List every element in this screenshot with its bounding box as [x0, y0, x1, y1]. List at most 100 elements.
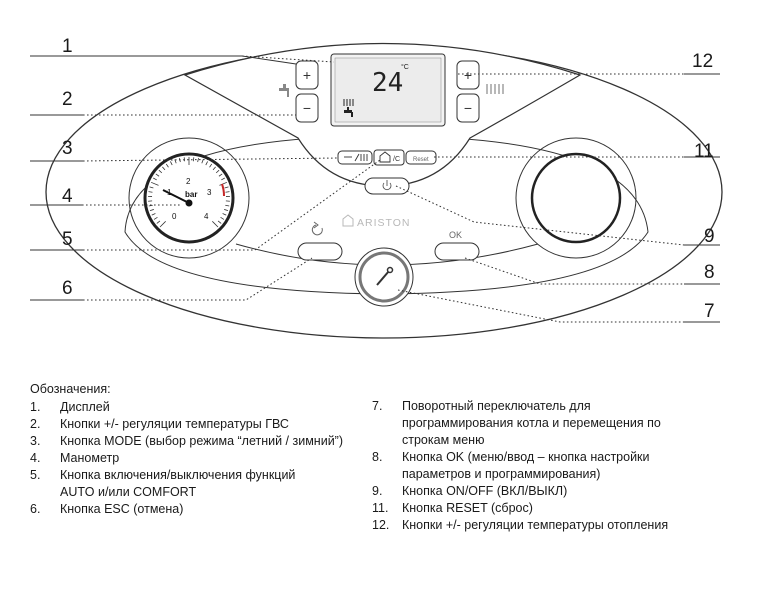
dhw-plus-button[interactable]: +: [295, 60, 319, 90]
gauge-tick-mark: [209, 163, 213, 168]
svg-text:−: −: [464, 100, 472, 116]
gauge-tick-mark: [156, 220, 161, 224]
legend-item: 4. Манометр: [30, 451, 120, 465]
control-panel-diagram: 24 °C + − + −: [30, 36, 723, 339]
reset-button[interactable]: Reset: [405, 150, 437, 165]
display-temperature: 24: [372, 68, 403, 98]
brand-name: ARISTON: [357, 217, 410, 229]
legend-item: 2. Кнопки +/- регуляции температуры ГВС: [30, 417, 289, 431]
gauge-tick-mark: [225, 191, 230, 193]
gauge-tick-mark: [205, 161, 208, 166]
gauge-tick-mark: [222, 213, 227, 216]
heating-minus-button[interactable]: −: [456, 93, 480, 123]
reset-button-label: Reset: [413, 157, 429, 163]
gauge-tick-mark: [151, 213, 156, 216]
legend-title: Обозначения:: [30, 382, 111, 396]
heating-radiator-icon: [486, 84, 504, 94]
power-icon: [382, 180, 392, 191]
svg-text:+: +: [303, 67, 311, 83]
callout-7: 7: [704, 301, 715, 322]
gauge-tick-3: 3: [207, 188, 212, 197]
gauge-tick-mark: [150, 181, 159, 186]
gauge-tick-2: 2: [186, 177, 191, 186]
radiator-icon: [343, 99, 354, 106]
gauge-tick-mark: [170, 161, 173, 166]
display: 24 °C: [330, 53, 446, 127]
legend-item: 11. Кнопка RESET (сброс): [372, 501, 533, 515]
gauge-tick-mark: [212, 221, 219, 228]
callout-12: 12: [692, 51, 713, 72]
gauge-tick-mark: [149, 186, 154, 189]
house-icon: [379, 151, 391, 163]
ok-button[interactable]: OK: [434, 230, 480, 261]
rotary-knob[interactable]: [354, 247, 414, 307]
gauge-tick-mark: [220, 216, 225, 220]
gauge-tick-mark: [148, 204, 153, 207]
ok-button-label: OK: [449, 230, 462, 240]
gauge-tick-4: 4: [204, 212, 209, 221]
callout-8: 8: [704, 262, 715, 283]
svg-text:−: −: [303, 100, 311, 116]
callout-2: 2: [62, 89, 73, 110]
gauge-red-zone: [221, 183, 226, 197]
legend-item: 12. Кнопки +/- регуляции температуры ото…: [372, 518, 669, 532]
esc-button[interactable]: [297, 221, 343, 261]
legend-item: 9. Кнопка ON/OFF (ВКЛ/ВЫКЛ): [372, 484, 568, 498]
gauge-tick-mark: [219, 181, 228, 186]
gauge-tick-mark: [153, 216, 158, 220]
gauge-unit: bar: [185, 190, 197, 199]
auto-comfort-button[interactable]: /C: [373, 149, 405, 166]
svg-text:+: +: [464, 67, 472, 83]
gauge-tick-mark: [201, 159, 204, 164]
legend-item: 8. Кнопка OK (меню/ввод – кнопка настрой…: [372, 450, 650, 481]
display-unit: °C: [401, 63, 409, 71]
gauge-tick-mark: [149, 209, 154, 212]
legend-item: 3. Кнопка MODE (выбор режима “летний / з…: [30, 434, 344, 448]
gauge-tick-mark: [162, 166, 166, 171]
callout-9: 9: [704, 226, 715, 247]
gauge-tick-mark: [148, 191, 153, 193]
panel-inner-recess: [124, 135, 649, 295]
callout-4: 4: [62, 186, 73, 207]
gauge-tick-mark: [165, 163, 169, 168]
callout-5: 5: [62, 229, 73, 250]
on-off-button[interactable]: [364, 177, 410, 195]
pressure-gauge: 0 1 2 3 4 bar: [128, 137, 250, 259]
callout-6: 6: [62, 278, 73, 299]
gauge-needle: [162, 189, 190, 204]
gauge-tick-0: 0: [172, 212, 177, 221]
gauge-tick-mark: [159, 221, 166, 228]
legend-left: Обозначения: 1. Дисплей 2. Кнопки +/- ре…: [30, 381, 380, 518]
summer-winter-icon: [344, 153, 368, 162]
legend-right: 7. Поворотный переключатель для программ…: [372, 398, 762, 534]
back-arrow-icon: [311, 224, 323, 236]
callout-1: 1: [62, 36, 73, 57]
gauge-tick-mark: [197, 158, 199, 163]
gauge-tick-mark: [224, 209, 229, 212]
heating-plus-button[interactable]: +: [456, 60, 480, 90]
legend-item: 5. Кнопка включения/выключения функций A…: [30, 468, 296, 499]
gauge-tick-mark: [218, 173, 223, 177]
legend-item: 7. Поворотный переключатель для программ…: [372, 399, 661, 447]
gauge-tick-mark: [212, 166, 216, 171]
leader-lines: [30, 55, 720, 323]
legend-item: 6. Кнопка ESC (отмена): [30, 502, 184, 516]
legend-item: 1. Дисплей: [30, 400, 110, 414]
tap-icon: [344, 107, 353, 117]
gauge-tick-mark: [217, 220, 222, 224]
gauge-tick-mark: [215, 169, 220, 174]
mode-button[interactable]: [337, 150, 373, 165]
callout-3: 3: [62, 138, 73, 159]
svg-text:/C: /C: [393, 156, 400, 163]
gauge-tick-mark: [153, 177, 157, 181]
gauge-tick-mark: [158, 169, 163, 174]
gauge-tick-mark: [224, 186, 229, 189]
gauge-tick-mark: [221, 177, 225, 181]
dhw-minus-button[interactable]: −: [295, 93, 319, 123]
wrench-icon: [376, 266, 394, 286]
dhw-tap-icon: [279, 84, 289, 97]
callout-11: 11: [694, 141, 714, 162]
gauge-tick-mark: [155, 173, 160, 177]
gauge-tick-mark: [225, 204, 230, 207]
brand-logo: ARISTON: [342, 214, 410, 229]
